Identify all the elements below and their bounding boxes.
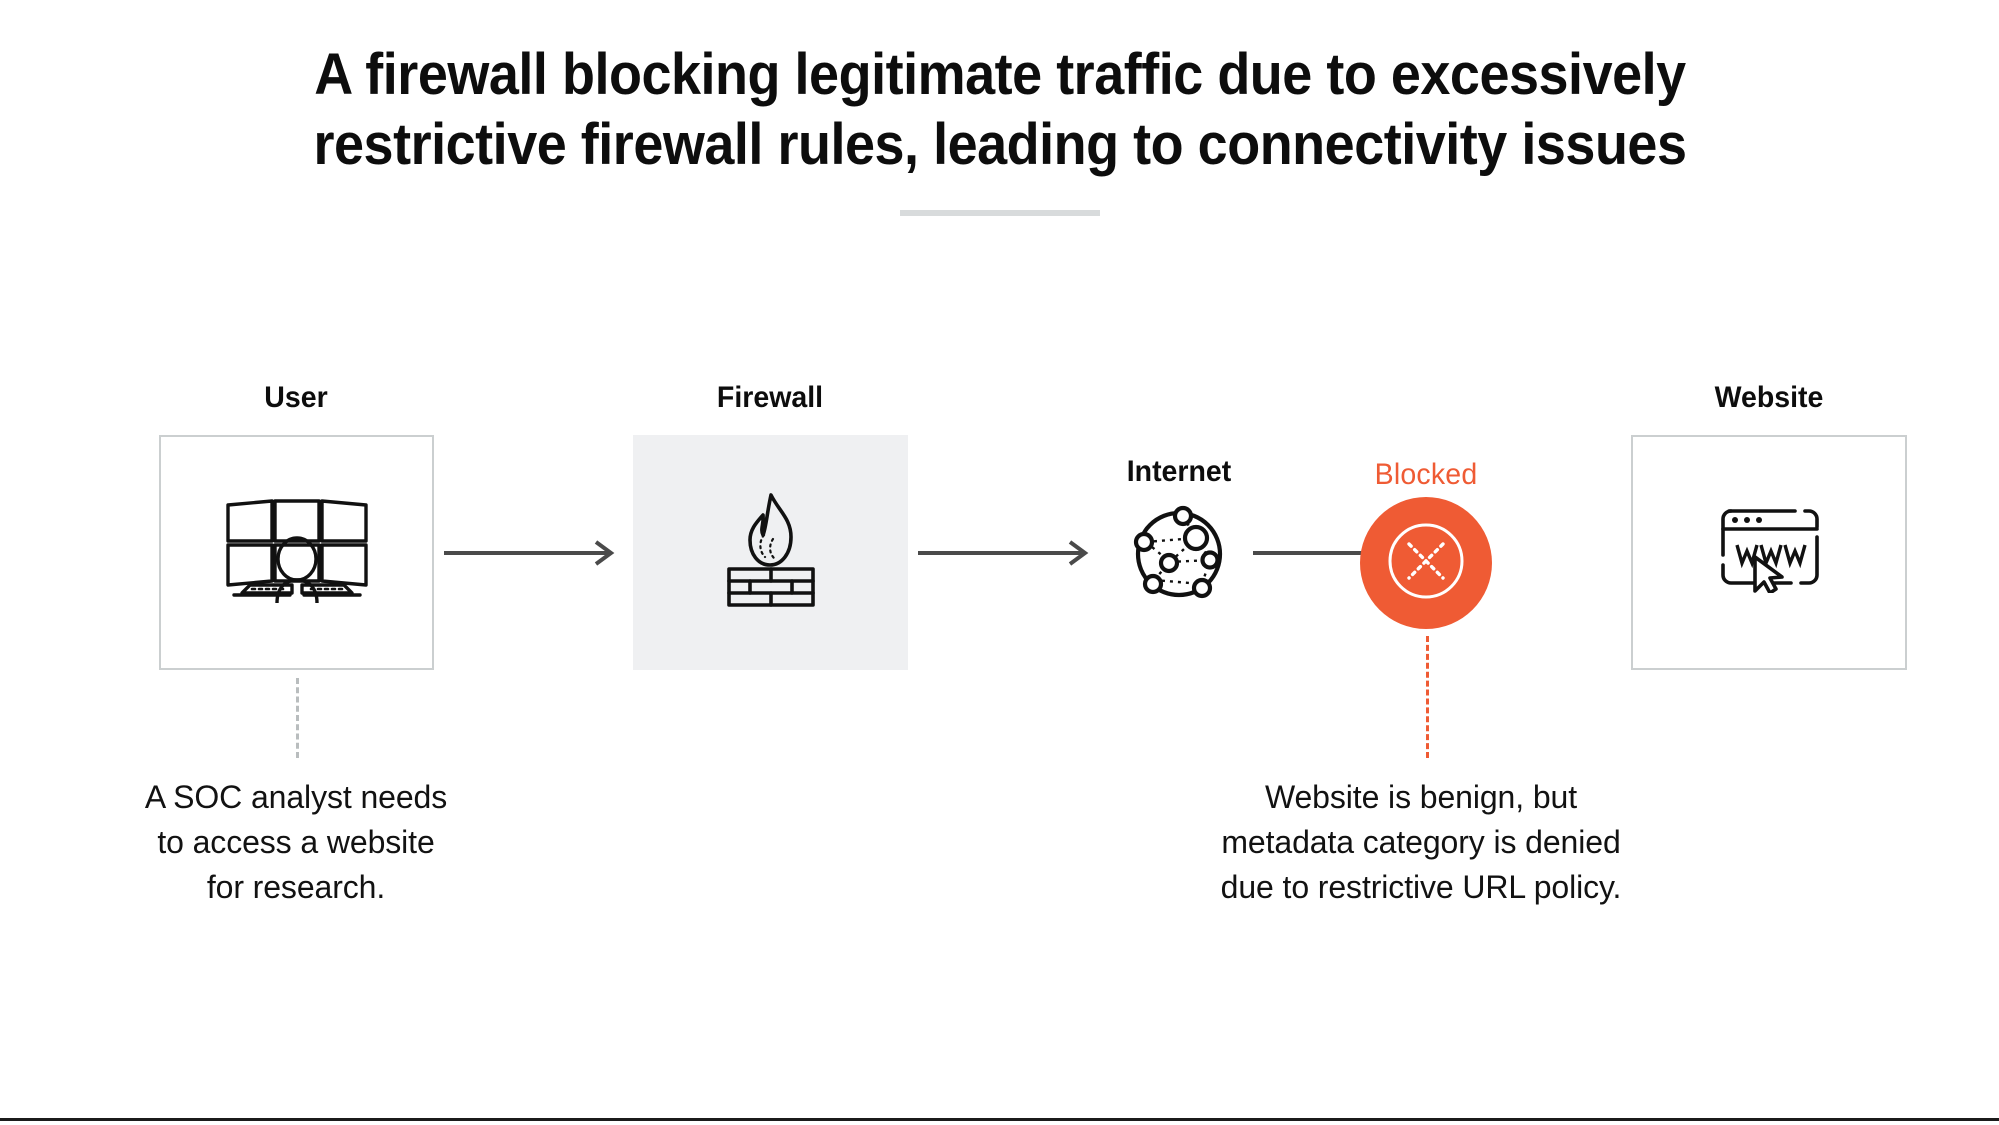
annotation-user-note-line-3: for research. (206, 869, 386, 905)
node-user[interactable] (159, 435, 434, 670)
annotation-blocked-note-line-3: due to restrictive URL policy. (1220, 869, 1622, 905)
arrow-user-to-firewall (444, 536, 619, 575)
bottom-border (0, 1118, 1999, 1121)
soc-workstation-icon (222, 497, 372, 608)
annotation-blocked-note: Website is benign, but metadata category… (1151, 775, 1691, 910)
node-label-firewall: Firewall (716, 381, 824, 414)
page-title-line-2: restrictive firewall rules, leading to c… (313, 112, 1686, 177)
page-title: A firewall blocking legitimate traffic d… (274, 40, 1725, 180)
annotation-user-note: A SOC analyst needs to access a website … (86, 775, 506, 910)
node-label-website: Website (1714, 381, 1824, 414)
connector-user-note (296, 678, 299, 758)
node-label-blocked: Blocked (1374, 458, 1478, 491)
title-divider (899, 210, 1100, 216)
node-label-internet: Internet (1126, 455, 1232, 488)
connector-blocked-note (1426, 636, 1429, 758)
internet-network-globe-icon (1124, 498, 1234, 613)
node-label-user: User (264, 381, 328, 414)
page-title-line-1: A firewall blocking legitimate traffic d… (313, 42, 1686, 107)
annotation-blocked-note-line-1: Website is benign, but (1264, 779, 1578, 815)
node-firewall[interactable] (633, 435, 908, 670)
firewall-flame-brick-icon (719, 491, 823, 614)
annotation-user-note-line-2: to access a website (157, 824, 435, 860)
annotation-user-note-line-1: A SOC analyst needs (144, 779, 448, 815)
node-internet[interactable] (1114, 490, 1244, 620)
browser-www-cursor-icon (1717, 507, 1821, 598)
arrow-firewall-to-internet (918, 536, 1093, 575)
page-header: A firewall blocking legitimate traffic d… (0, 40, 1999, 216)
annotation-blocked-note-line-2: metadata category is denied (1221, 824, 1621, 860)
node-website[interactable] (1631, 435, 1907, 670)
blocked-x-circle-icon (1383, 518, 1469, 609)
node-blocked[interactable] (1360, 497, 1492, 629)
